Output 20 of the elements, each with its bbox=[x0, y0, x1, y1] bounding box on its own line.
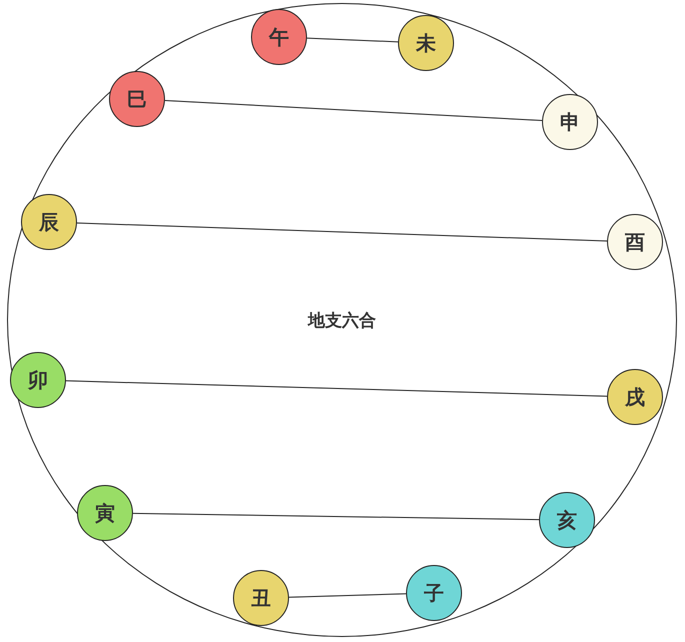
outer-circle bbox=[7, 3, 677, 637]
branch-circle: 未 bbox=[398, 15, 454, 71]
connector-line bbox=[164, 100, 543, 122]
connector-line bbox=[76, 222, 608, 242]
connector-line bbox=[288, 593, 406, 598]
branch-circle: 巳 bbox=[109, 71, 165, 127]
connector-line bbox=[66, 380, 608, 397]
branch-circle: 戌 bbox=[607, 369, 663, 425]
branch-circle: 辰 bbox=[21, 194, 77, 250]
center-label: 地支六合 bbox=[308, 310, 376, 332]
branch-circle: 丑 bbox=[233, 570, 289, 626]
branch-circle: 寅 bbox=[77, 485, 133, 541]
branch-circle: 申 bbox=[542, 94, 598, 150]
branch-circle: 亥 bbox=[539, 492, 595, 548]
branch-circle: 酉 bbox=[607, 214, 663, 270]
connector-line bbox=[306, 38, 399, 42]
connector-line bbox=[132, 512, 540, 520]
branch-circle: 卯 bbox=[10, 352, 66, 408]
branch-circle: 午 bbox=[251, 9, 307, 65]
branch-circle: 子 bbox=[406, 565, 462, 621]
